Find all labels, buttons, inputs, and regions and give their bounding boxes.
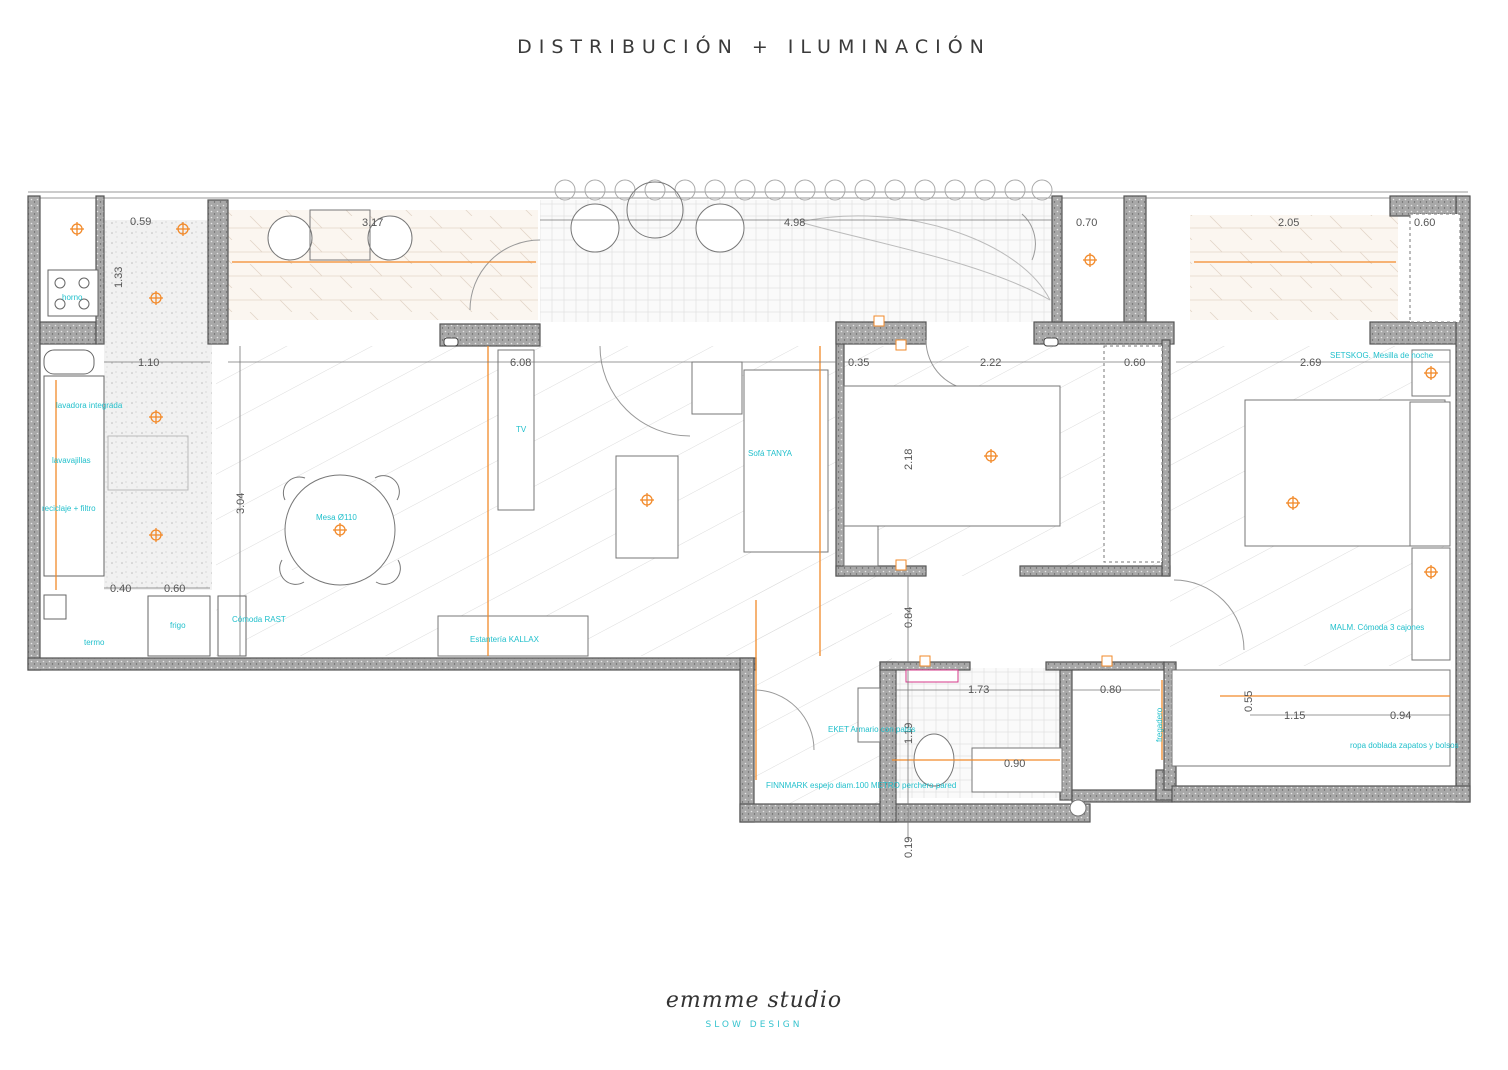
furniture-label: SETSKOG. Mesilla de noche bbox=[1330, 351, 1434, 360]
furniture-label: lavavajillas bbox=[52, 456, 91, 465]
furniture-label: lavadora integrada bbox=[56, 401, 123, 410]
furniture-label: Cómoda RAST bbox=[232, 615, 286, 624]
dimension-label: 2.22 bbox=[980, 357, 1001, 369]
dimension-label: 0.19 bbox=[903, 837, 915, 858]
dimension-label: 4.98 bbox=[784, 217, 805, 229]
dimension-label: 0.90 bbox=[1004, 758, 1025, 770]
dimension-label: 1.33 bbox=[113, 267, 125, 288]
dimension-label: 0.40 bbox=[110, 583, 131, 595]
dimension-label: 1.15 bbox=[1284, 710, 1305, 722]
living-furniture bbox=[437, 349, 829, 657]
dimension-label: 1.19 bbox=[903, 723, 915, 744]
dimension-label: 0.60 bbox=[1414, 217, 1435, 229]
furniture-label: frigo bbox=[170, 621, 186, 630]
dimension-label: 0.80 bbox=[1100, 684, 1121, 696]
furniture-label: FINNMARK espejo diam.100 METRO perchero … bbox=[766, 781, 956, 790]
bedroom-furniture bbox=[843, 213, 1461, 767]
dimension-label: 1.10 bbox=[138, 357, 159, 369]
dimension-label: 0.94 bbox=[1390, 710, 1411, 722]
dimension-lines bbox=[104, 219, 1450, 840]
furniture-label: reciclaje + filtro bbox=[42, 504, 96, 513]
dimension-label: 0.59 bbox=[130, 216, 151, 228]
kitchen-units bbox=[43, 269, 247, 657]
furniture-label: termo bbox=[84, 638, 105, 647]
furniture-label: horno bbox=[62, 293, 83, 302]
kitchen-floor bbox=[104, 220, 212, 590]
door-swings bbox=[469, 213, 1245, 751]
furniture-label: ropa doblada zapatos y bolsos bbox=[1350, 741, 1459, 750]
balcony-chairs bbox=[267, 209, 413, 261]
furniture-label: MALM. Cómoda 3 cajones bbox=[1330, 623, 1424, 632]
dimension-label: 0.35 bbox=[848, 357, 869, 369]
socket-icon bbox=[873, 315, 1113, 667]
plan-title: DISTRIBUCIÓN + ILUMINACIÓN bbox=[517, 36, 991, 58]
furniture-label: EKET Armario con patas bbox=[828, 725, 915, 734]
wall-sconce-icon bbox=[443, 337, 1059, 347]
bathroom-fixtures bbox=[857, 669, 1087, 817]
balcony2-parquet bbox=[1190, 215, 1398, 320]
terrace-chairs bbox=[570, 181, 745, 253]
furniture-label: Mesa Ø110 bbox=[316, 513, 357, 522]
dimension-label: 0.60 bbox=[164, 583, 185, 595]
dimension-label: 3.04 bbox=[235, 493, 247, 514]
brand-logo: emmme studio bbox=[665, 988, 843, 1013]
dimension-label: 0.84 bbox=[903, 607, 915, 628]
dimension-label: 1.73 bbox=[968, 684, 989, 696]
brand-tagline: SLOW DESIGN bbox=[705, 1020, 803, 1030]
dimension-label: 3.17 bbox=[362, 217, 383, 229]
dimension-label: 2.05 bbox=[1278, 217, 1299, 229]
dimension-label: 6.08 bbox=[510, 357, 531, 369]
furniture-label: Estantería KALLAX bbox=[470, 635, 540, 644]
furniture-label: fregadero bbox=[1155, 707, 1164, 742]
dimension-label: 2.69 bbox=[1300, 357, 1321, 369]
terrace-plants bbox=[554, 179, 1053, 201]
dimension-label: 0.70 bbox=[1076, 217, 1097, 229]
furniture-label: TV bbox=[516, 425, 527, 434]
dimension-label: 0.55 bbox=[1243, 691, 1255, 712]
dimension-label: 2.18 bbox=[903, 449, 915, 470]
furniture-label: Sofá TANYA bbox=[748, 449, 793, 458]
lighting-wiring bbox=[55, 261, 1450, 780]
dimension-label: 0.60 bbox=[1124, 357, 1145, 369]
